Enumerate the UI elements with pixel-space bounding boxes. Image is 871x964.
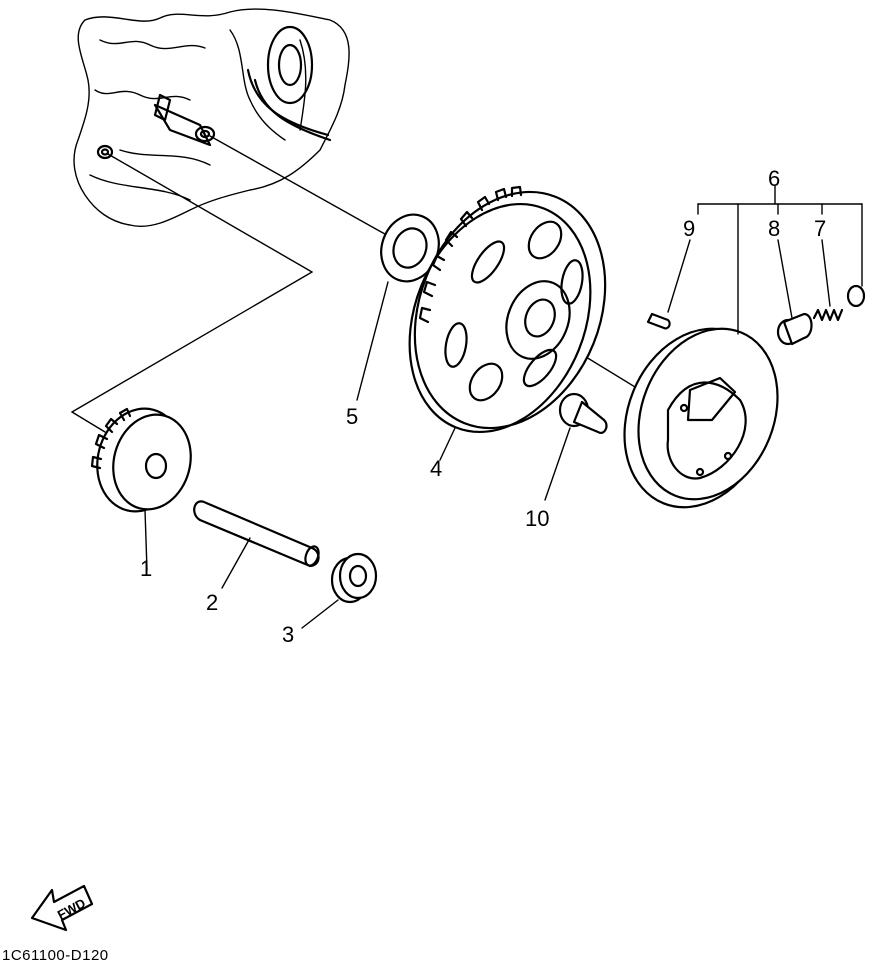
callout-label-10: 10 (525, 506, 549, 531)
callout-label-3: 3 (282, 622, 294, 647)
alignment-lines (71, 135, 641, 433)
shaft-part-2 (193, 500, 320, 589)
bushing-part-3 (301, 552, 378, 629)
pin-part-9 (646, 239, 691, 330)
plunger-part-8 (776, 239, 813, 346)
spring-part-7 (812, 239, 866, 322)
starter-clutch-part-6 (623, 327, 779, 509)
callout-label-7: 7 (814, 216, 826, 241)
crankcase-housing (73, 8, 350, 227)
callout-label-4: 4 (430, 456, 442, 481)
callout-label-6: 6 (768, 166, 780, 191)
callout-label-9: 9 (683, 216, 695, 241)
idle-gear-part-1 (90, 407, 192, 571)
diagram-code: 1C61100-D120 (2, 947, 109, 964)
fwd-arrow-icon: FWD (30, 884, 94, 932)
callout-label-8: 8 (768, 216, 780, 241)
callout-bracket-6 (697, 185, 863, 335)
starter-wheel-gear-part-4 (408, 185, 607, 461)
callout-label-1: 1 (140, 556, 152, 581)
callout-label-5: 5 (346, 404, 358, 429)
callout-label-2: 2 (206, 590, 218, 615)
bolt-part-10 (544, 392, 608, 501)
